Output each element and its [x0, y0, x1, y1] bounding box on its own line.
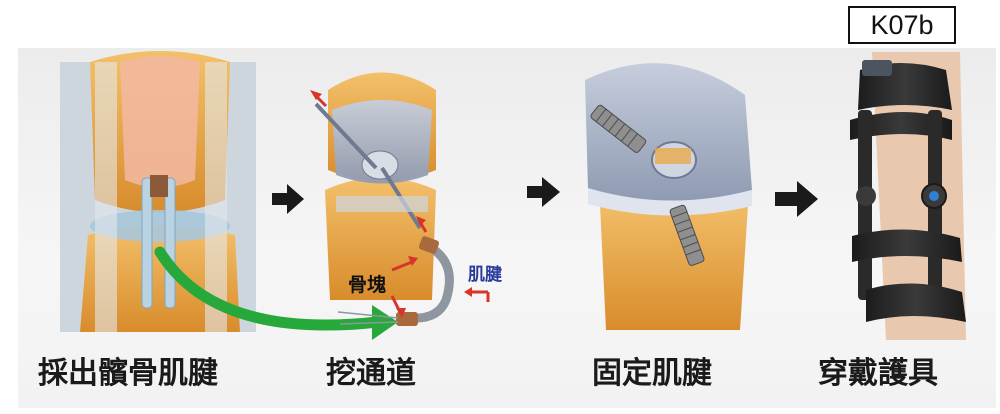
knee-brace-illustration — [850, 52, 966, 340]
step-arrow-3 — [775, 181, 818, 217]
bone-block-label: 骨塊 — [348, 274, 387, 296]
step-arrow-2 — [527, 177, 560, 207]
step-caption-harvest: 採出髕骨肌腱 — [38, 356, 218, 391]
interference-screws — [590, 104, 705, 266]
graft-label-arrows — [390, 256, 490, 318]
step-arrow-1 — [272, 184, 304, 214]
drill-direction-arrows — [310, 90, 428, 233]
bone-tendon-graft — [337, 236, 454, 326]
harvest-transfer-arrow — [154, 246, 384, 331]
knee-harvest-illustration — [60, 51, 256, 332]
tendon-label: 肌腱 — [468, 265, 502, 285]
knee-fixed-illustration — [585, 63, 752, 330]
step-caption-fix: 固定肌腱 — [592, 356, 712, 391]
step-caption-brace: 穿戴護具 — [818, 356, 938, 391]
knee-tunnel-illustration — [314, 72, 436, 300]
figure-code-label: K07b — [848, 6, 956, 44]
step-caption-tunnel: 挖通道 — [326, 356, 416, 391]
